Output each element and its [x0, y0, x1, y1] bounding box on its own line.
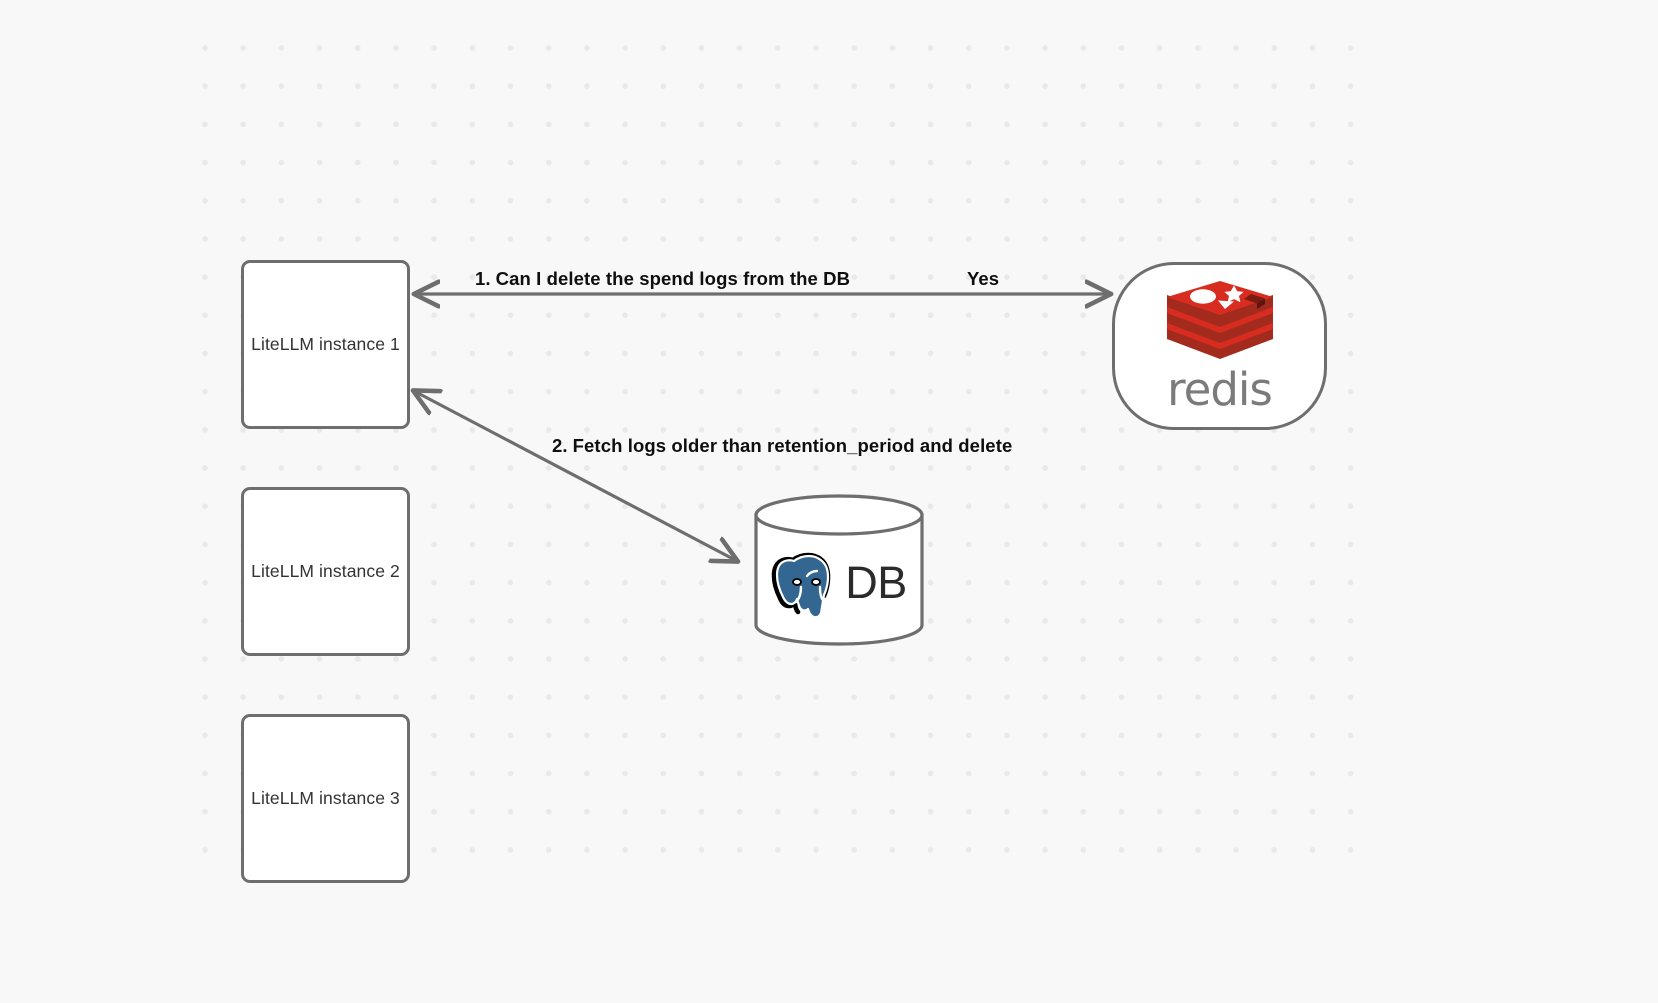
node-litellm-instance-1[interactable]: LiteLLM instance 1: [241, 260, 410, 429]
edge-1-text: Can I delete the spend logs from the DB: [495, 268, 851, 289]
database-label: DB: [845, 556, 907, 608]
edge-instance1-db-line: [414, 391, 737, 561]
redis-wordmark: redis: [1167, 362, 1273, 416]
litellm-instance-1-label: LiteLLM instance 1: [251, 334, 400, 354]
edge-2-text: Fetch logs older than retention_period a…: [572, 435, 1013, 456]
edge-1-response-label: Yes: [967, 268, 1000, 289]
edge-label-1: 1.Can I delete the spend logs from the D…: [475, 268, 850, 290]
redis-logo-group: redis: [1161, 277, 1279, 412]
node-litellm-instance-2[interactable]: LiteLLM instance 2: [241, 487, 410, 656]
edge-label-2: 2.Fetch logs older than retention_period…: [552, 435, 1012, 457]
edge-2-number: 2.: [552, 435, 568, 456]
database-content: DB: [753, 506, 925, 658]
edge-1-number: 1.: [475, 268, 491, 289]
litellm-instance-2-label: LiteLLM instance 2: [251, 561, 400, 581]
node-redis[interactable]: redis: [1112, 262, 1327, 430]
litellm-instance-3-label: LiteLLM instance 3: [251, 788, 400, 808]
redis-logo-icon: [1166, 280, 1273, 359]
postgresql-elephant-icon: [771, 552, 831, 618]
node-database[interactable]: DB: [753, 494, 925, 646]
node-litellm-instance-3[interactable]: LiteLLM instance 3: [241, 714, 410, 883]
